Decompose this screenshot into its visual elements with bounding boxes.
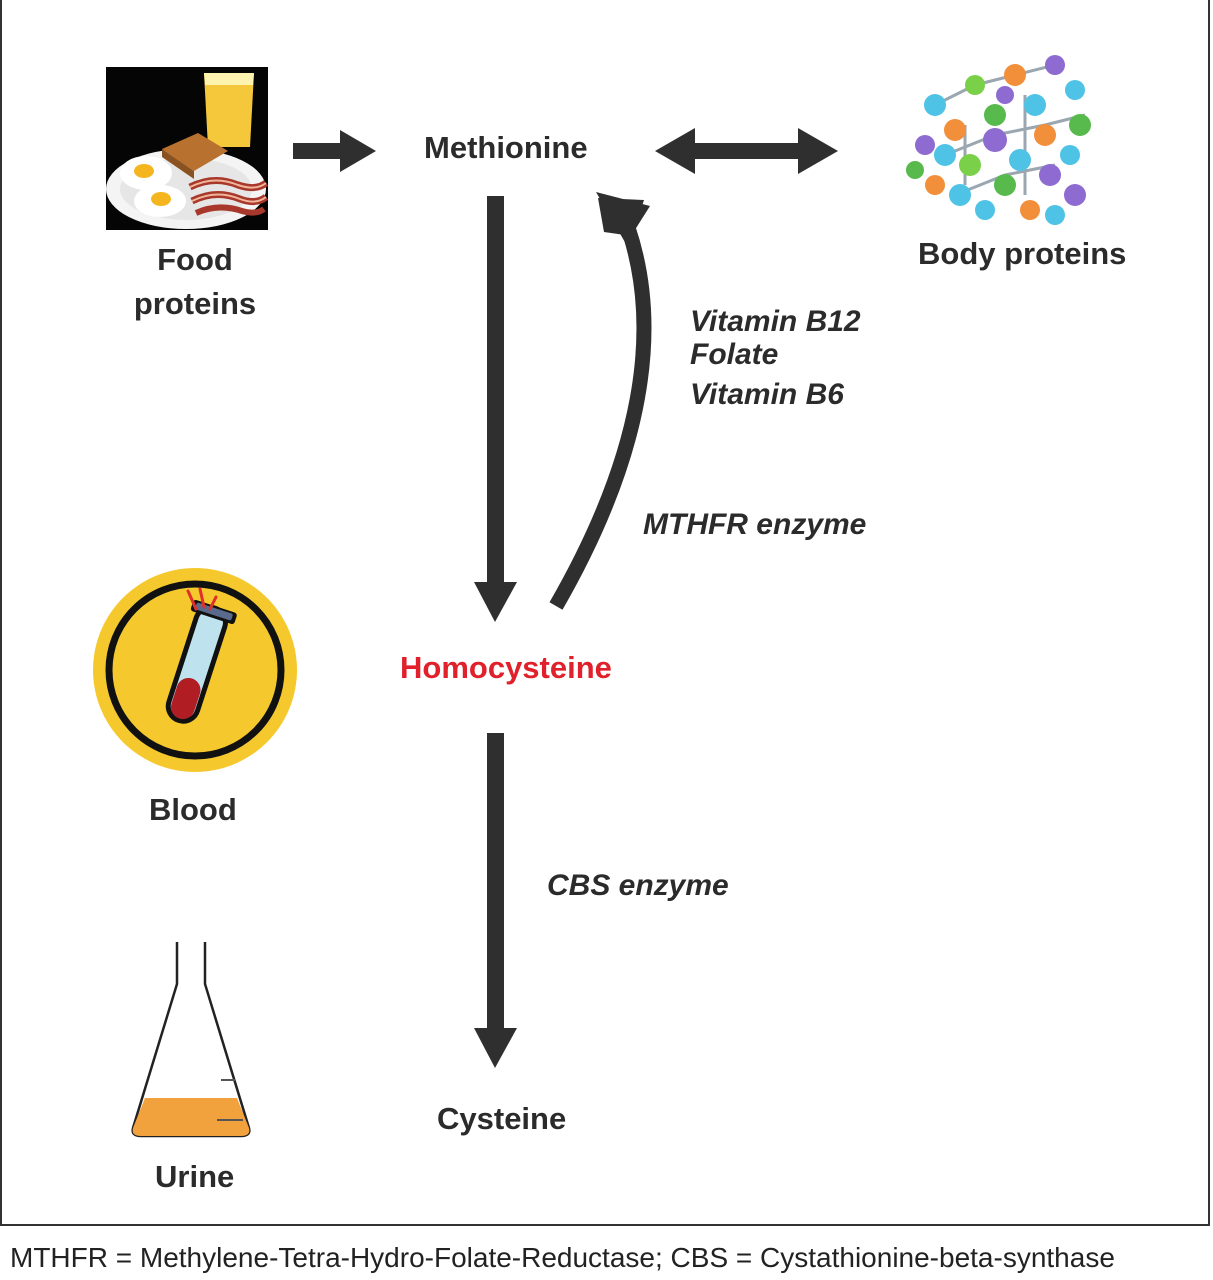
food-proteins-label-line2: proteins	[133, 286, 257, 321]
methionine-label: Methionine	[424, 130, 588, 165]
folate-label: Folate	[690, 338, 779, 371]
urine-label: Urine	[155, 1159, 235, 1194]
cbs-enzyme-label: CBS enzyme	[547, 869, 729, 902]
diagram-frame	[0, 0, 1210, 1226]
vitamin-b12-label: Vitamin B12	[690, 305, 861, 338]
pathway-arrows	[293, 128, 838, 1068]
blood-test-tube-icon	[93, 568, 297, 772]
food-proteins-label-line1: Food	[157, 242, 233, 277]
arrow-homocysteine-to-cysteine	[474, 733, 517, 1068]
arrow-homocysteine-to-methionine	[549, 192, 652, 610]
body-proteins-label: Body proteins	[918, 236, 1127, 271]
cysteine-label: Cysteine	[437, 1101, 567, 1136]
protein-molecule-cluster-icon	[906, 55, 1091, 225]
breakfast-plate-icon	[106, 67, 268, 230]
arrow-food-to-methionine	[293, 130, 376, 172]
arrow-methionine-body-proteins	[655, 128, 838, 174]
blood-label: Blood	[149, 792, 237, 827]
abbreviation-footnote: MTHFR = Methylene-Tetra-Hydro-Folate-Red…	[10, 1242, 1115, 1273]
vitamin-b6-label: Vitamin B6	[690, 378, 844, 411]
homocysteine-label: Homocysteine	[400, 650, 612, 685]
arrow-methionine-to-homocysteine	[474, 196, 517, 622]
urine-flask-icon	[131, 942, 251, 1138]
food-proteins-label: Food proteins	[110, 238, 280, 326]
mthfr-enzyme-label: MTHFR enzyme	[643, 508, 867, 541]
